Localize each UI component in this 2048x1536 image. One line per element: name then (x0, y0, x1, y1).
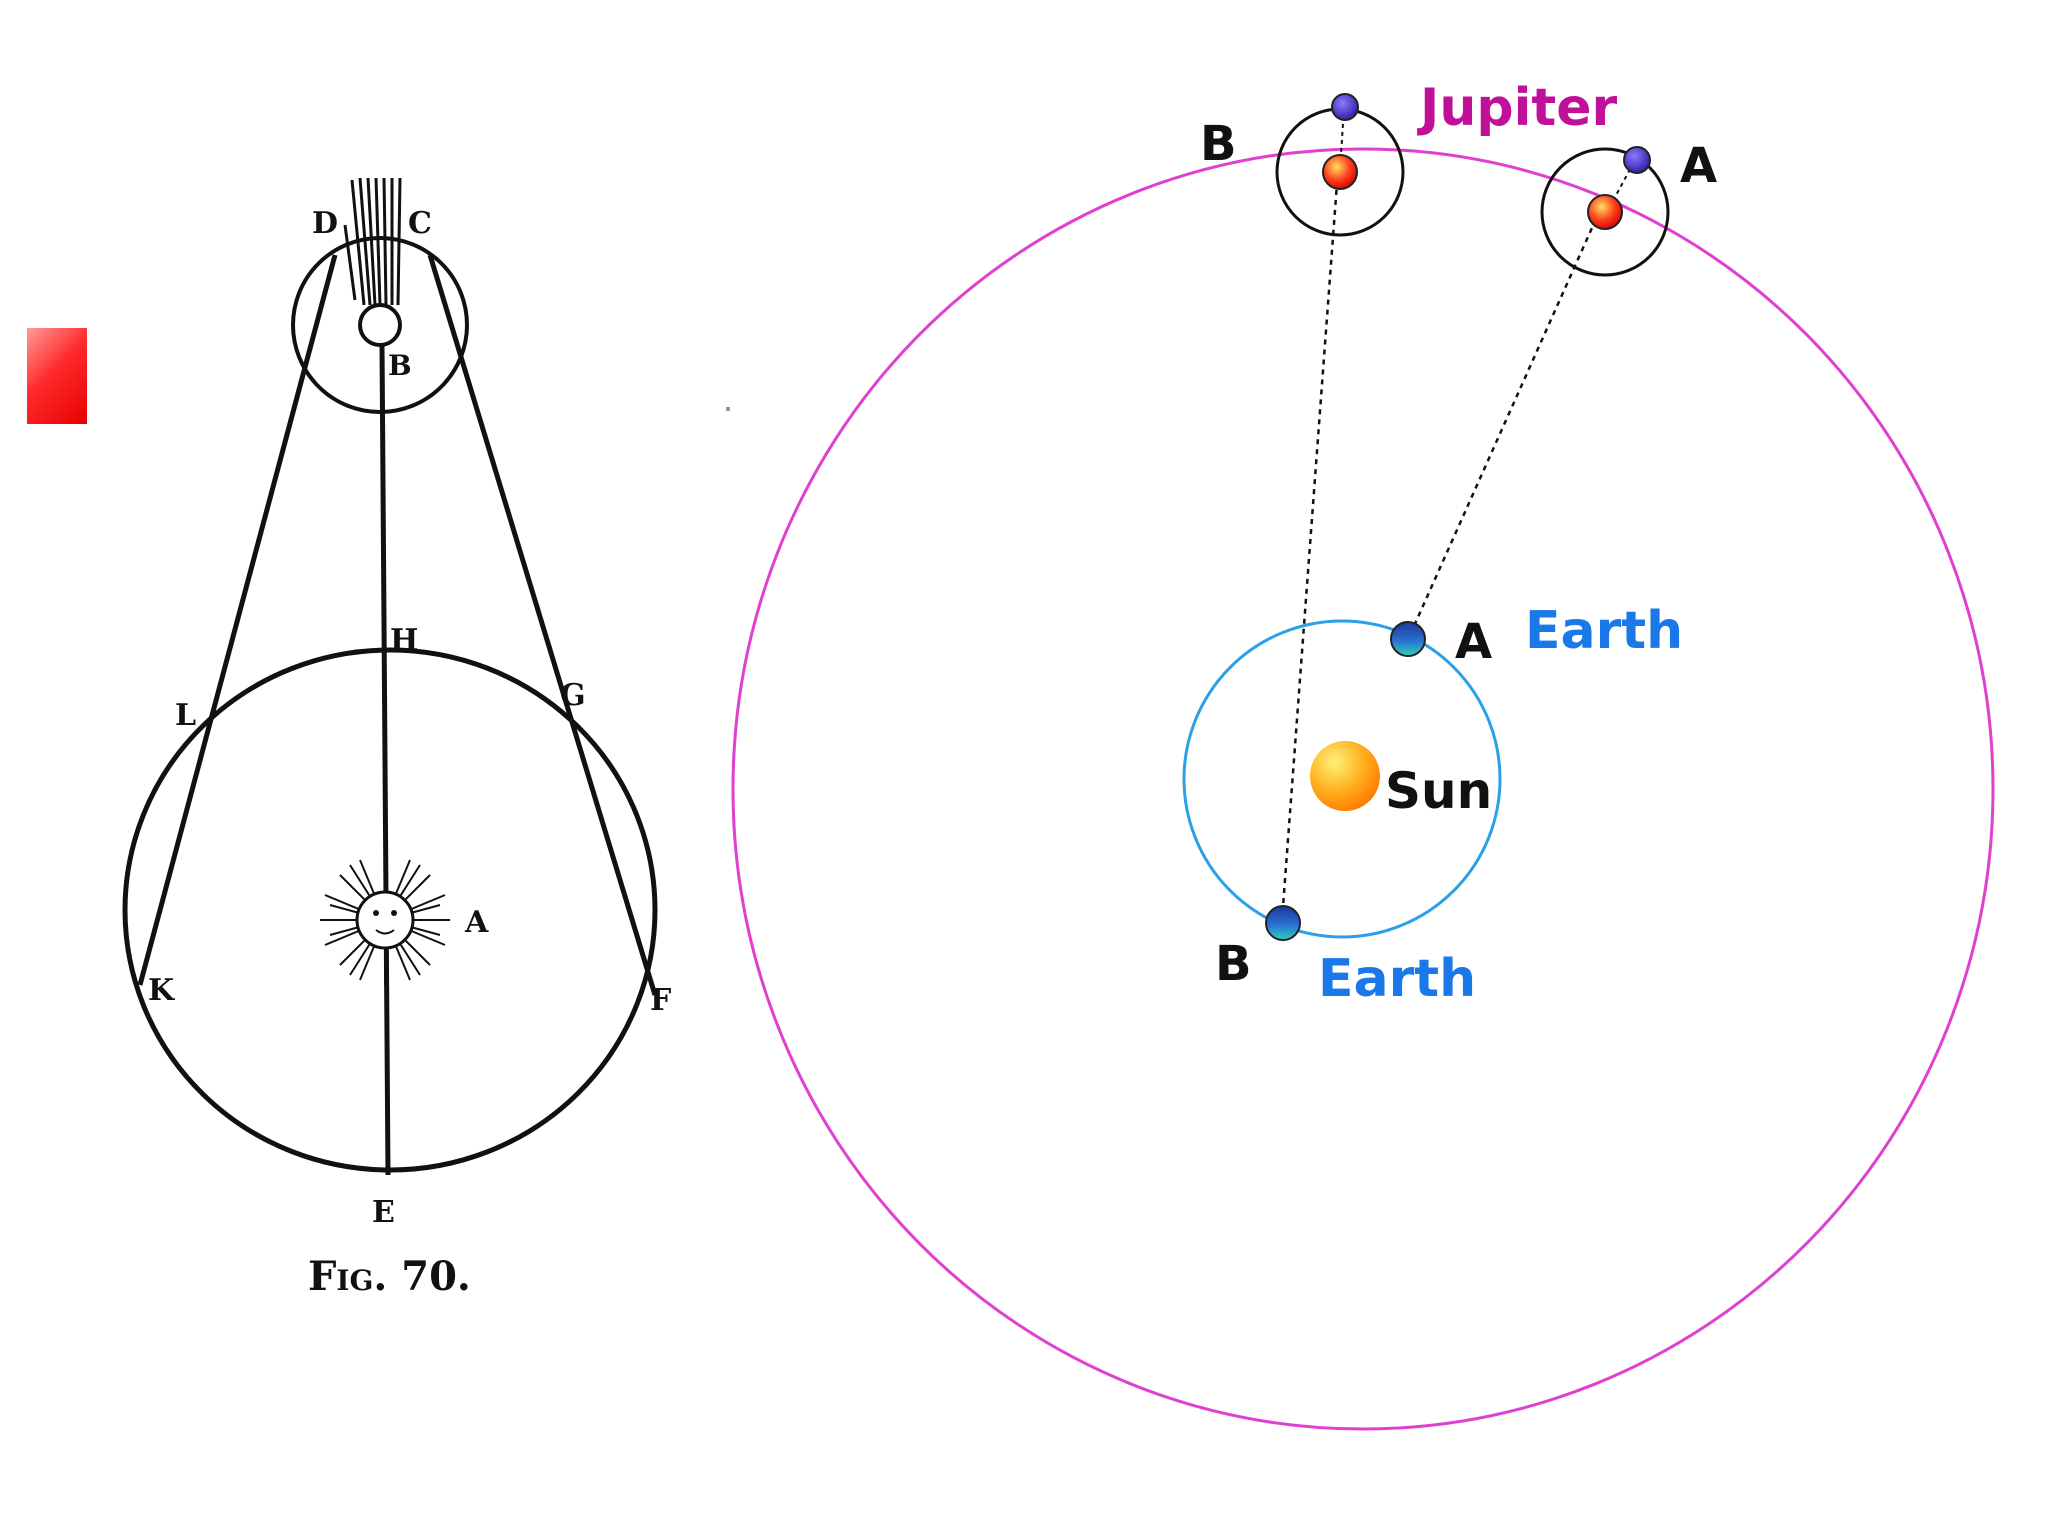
earth-pos-b-label: B (1215, 936, 1252, 992)
tangent-line-right (427, 254, 658, 996)
sun-face-icon (320, 855, 450, 985)
label-l: L (175, 698, 196, 733)
label-c: C (408, 206, 432, 241)
earth-a (1390, 621, 1426, 657)
earth-label-a: Earth (1525, 601, 1683, 661)
moon-b (1331, 93, 1359, 121)
sun-label: Sun (1385, 762, 1492, 820)
jupiter-earth-diagram: Jupiter B A Sun A Earth B Earth (731, 78, 1995, 1431)
earth-pos-a-label: A (1455, 614, 1492, 670)
jupiter-pos-a-label: A (1680, 138, 1717, 194)
earth-label-b: Earth (1318, 949, 1476, 1009)
jupiter-pos-b-label: B (1200, 116, 1237, 172)
label-a: A (464, 905, 489, 940)
jupiter-body (358, 303, 402, 347)
label-d: D (312, 206, 338, 241)
label-e: E (372, 1195, 395, 1230)
label-b: B (388, 349, 412, 382)
earth-b (1265, 905, 1301, 941)
earth-orbit-fig70 (122, 647, 658, 1173)
fig-70: D C B H L G A K F E Fig. 70. (122, 177, 671, 1300)
label-f: F (650, 983, 671, 1018)
red-slide-marker (27, 328, 87, 424)
sight-line-b (1280, 169, 1340, 921)
jupiter-a (1587, 194, 1623, 230)
tangent-line-left (137, 254, 338, 986)
center-line (379, 344, 391, 1176)
speck (726, 407, 730, 411)
label-h: H (390, 623, 418, 658)
moon-a (1623, 146, 1651, 174)
sight-line-a (1408, 209, 1602, 636)
jupiter-b (1322, 154, 1358, 190)
moon-orbit-a (1540, 147, 1670, 277)
earth-orbit (1182, 619, 1502, 939)
jupiter-label: Jupiter (1417, 78, 1618, 138)
jupiter-orbit (731, 147, 1995, 1431)
label-k: K (148, 973, 175, 1008)
figure-caption: Fig. 70. (308, 1253, 471, 1300)
sun (1310, 741, 1380, 811)
label-g: G (560, 678, 586, 713)
